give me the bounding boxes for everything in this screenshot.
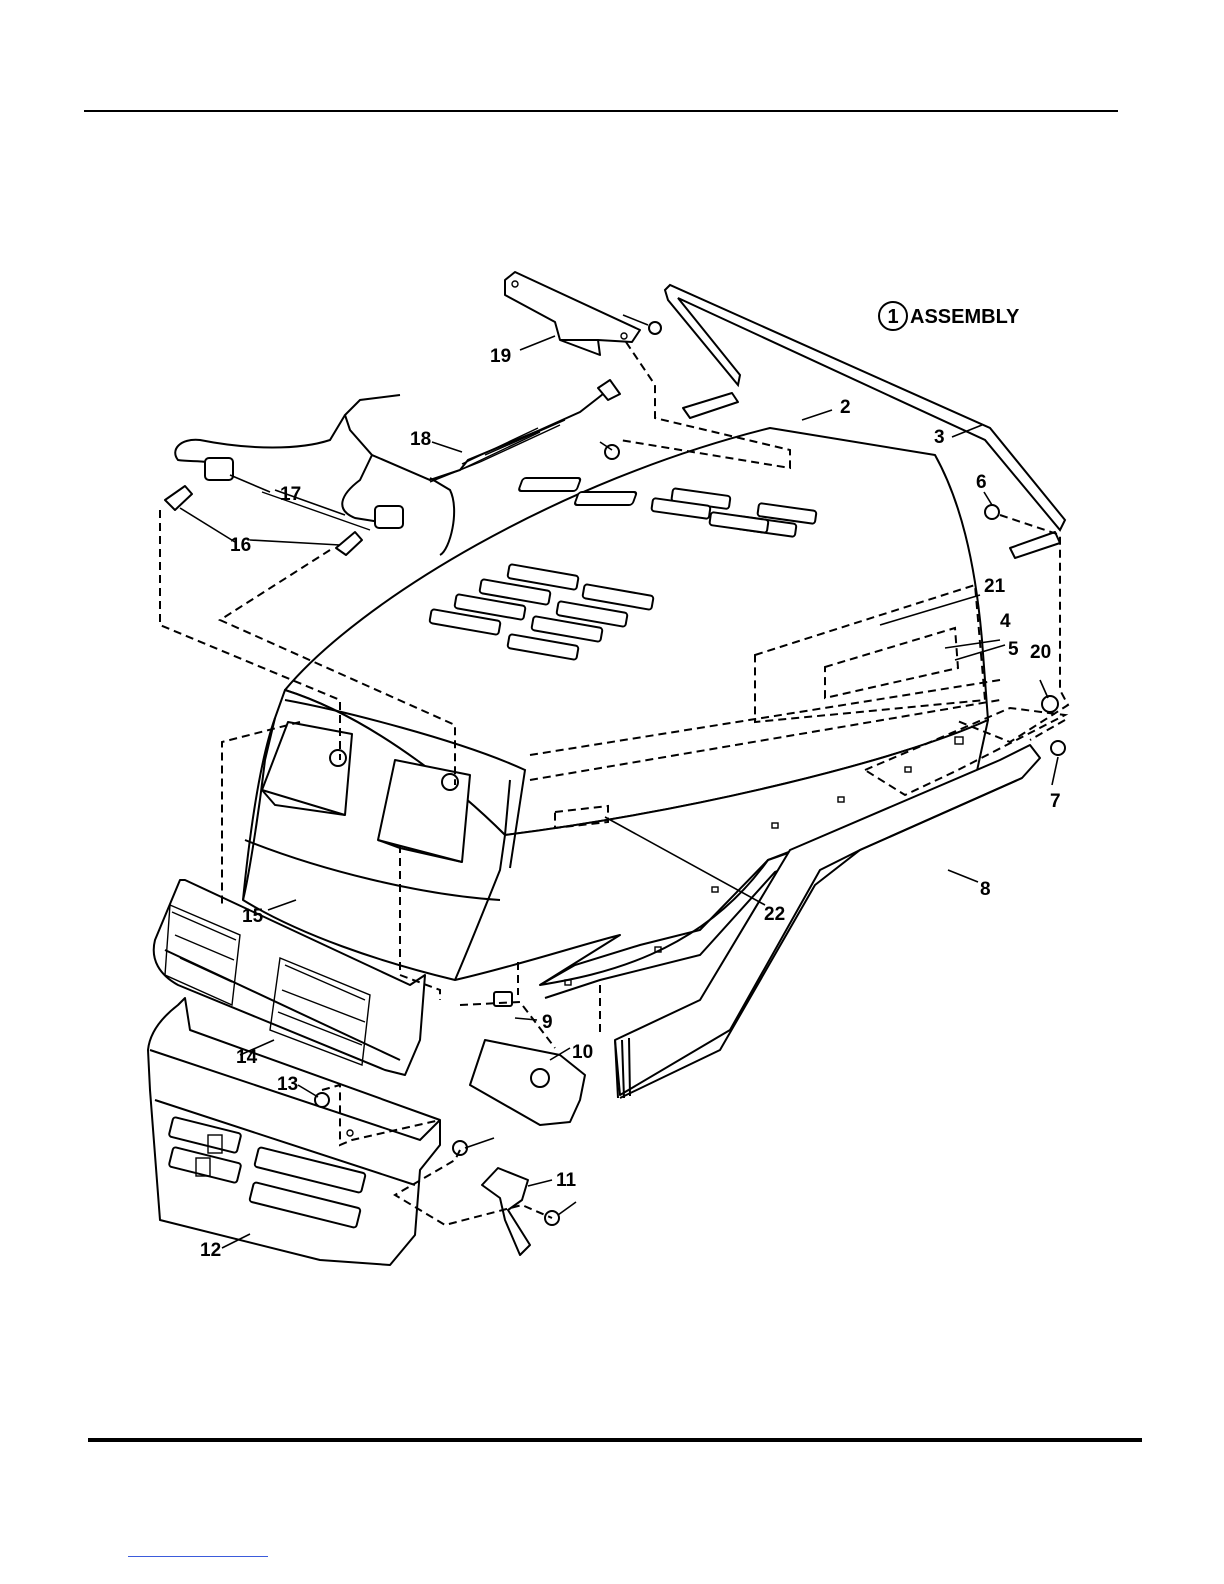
callout-13: 13 <box>277 1074 298 1095</box>
callout-4: 4 <box>1000 611 1011 632</box>
callout-12: 12 <box>200 1240 221 1261</box>
callout-21: 21 <box>984 576 1006 597</box>
callout-3: 3 <box>934 427 945 448</box>
callout-8: 8 <box>980 879 991 900</box>
callout-9: 9 <box>542 1012 553 1033</box>
callout-17: 17 <box>280 484 301 505</box>
callout-6: 6 <box>976 472 987 493</box>
callout-14: 14 <box>236 1047 258 1068</box>
callout-2: 2 <box>840 397 851 418</box>
callout-10: 10 <box>572 1042 593 1063</box>
callout-22: 22 <box>764 904 785 925</box>
callout-19: 19 <box>490 346 511 367</box>
footer-link-underline[interactable] <box>128 1556 268 1557</box>
assembly-number: 1 <box>887 306 898 328</box>
callout-5: 5 <box>1008 639 1019 660</box>
bottom-rule <box>88 1438 1142 1442</box>
hinge-bracket <box>505 272 661 355</box>
callout-18: 18 <box>410 429 431 450</box>
assembly-label: 1 ASSEMBLY <box>879 302 1020 330</box>
callout-7: 7 <box>1050 791 1061 812</box>
callout-20: 20 <box>1030 642 1051 663</box>
callout-11: 11 <box>556 1170 577 1191</box>
assembly-text: ASSEMBLY <box>910 306 1020 328</box>
hood <box>243 428 1000 998</box>
callout-15: 15 <box>242 906 264 927</box>
callout-16: 16 <box>230 535 251 556</box>
